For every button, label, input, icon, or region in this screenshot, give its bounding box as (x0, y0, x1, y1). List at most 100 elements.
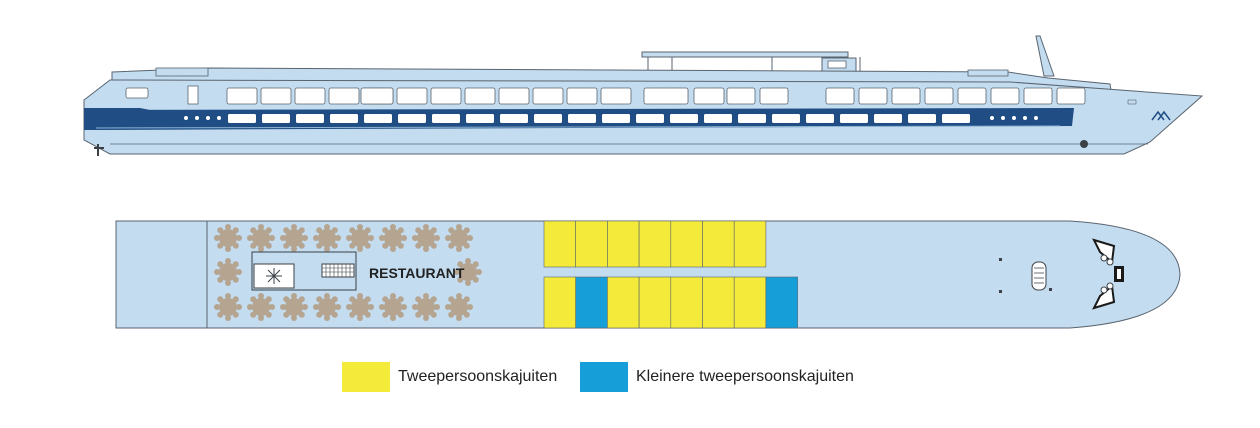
chair (236, 269, 242, 275)
table (214, 258, 242, 286)
chair (313, 304, 319, 310)
window (398, 114, 426, 123)
chair (390, 315, 396, 321)
window (262, 114, 290, 123)
table (445, 293, 473, 321)
chair (247, 235, 253, 241)
chair (269, 235, 275, 241)
chair (357, 315, 363, 321)
cabin-small (575, 276, 608, 329)
table (214, 224, 242, 252)
chair (302, 235, 308, 241)
table-top (417, 298, 435, 316)
chair (291, 315, 297, 321)
cabin-double (543, 276, 577, 329)
window (532, 87, 564, 105)
window (226, 87, 258, 105)
chair (269, 304, 275, 310)
window (891, 87, 921, 105)
chair (401, 235, 407, 241)
bow-logo-icon (1151, 110, 1171, 121)
window (534, 114, 562, 123)
cabin-double (670, 220, 703, 268)
table-top (219, 229, 237, 247)
window (330, 114, 358, 123)
window (260, 87, 292, 105)
propeller-icon (94, 144, 104, 156)
table-top (252, 229, 270, 247)
chair (456, 224, 462, 230)
chair (434, 235, 440, 241)
chair (225, 293, 231, 299)
table (412, 293, 440, 321)
chair (291, 224, 297, 230)
window (643, 87, 689, 105)
table (280, 293, 308, 321)
legend-swatch-double (342, 362, 390, 392)
grill-icon (322, 264, 354, 277)
window (858, 87, 888, 105)
legend-swatch-small (580, 362, 628, 392)
cabin-small (765, 276, 798, 329)
chair (324, 224, 330, 230)
table (379, 224, 407, 252)
restaurant-label: RESTAURANT (369, 265, 465, 281)
chair (423, 224, 429, 230)
thruster-icon (1080, 140, 1088, 148)
window (466, 114, 494, 123)
chair (467, 235, 473, 241)
table-top (318, 229, 336, 247)
chair (214, 235, 220, 241)
window (840, 114, 868, 123)
chair (346, 304, 352, 310)
window (396, 87, 428, 105)
chair (390, 246, 396, 252)
sun-deck-canopy (641, 51, 849, 58)
table-top (285, 229, 303, 247)
aft-portholes (184, 116, 221, 120)
chair (454, 269, 460, 275)
table (346, 224, 374, 252)
chair (456, 293, 462, 299)
window (430, 87, 462, 105)
snowflake-icon (266, 268, 282, 284)
table-top (351, 229, 369, 247)
chair (280, 304, 286, 310)
table-top (318, 298, 336, 316)
table (313, 224, 341, 252)
window (990, 87, 1020, 105)
chair (291, 293, 297, 299)
legend-label-double: Tweepersoonskajuiten (398, 368, 558, 385)
table-top (450, 298, 468, 316)
chair (280, 235, 286, 241)
table-top (459, 263, 477, 281)
galley (251, 251, 357, 291)
table-top (219, 263, 237, 281)
legend-label-small: Kleinere tweepersoonskajuiten (636, 368, 854, 385)
chair (445, 235, 451, 241)
chair (465, 280, 471, 286)
chair (357, 224, 363, 230)
chair (335, 304, 341, 310)
chair (476, 269, 482, 275)
upper-windows (226, 87, 1086, 105)
chair (456, 315, 462, 321)
window (759, 87, 789, 105)
chair (258, 246, 264, 252)
window (364, 114, 392, 123)
window (772, 114, 800, 123)
cabin-double (575, 220, 608, 268)
chair (390, 293, 396, 299)
chair (456, 246, 462, 252)
table-top (351, 298, 369, 316)
lower-windows (228, 114, 970, 123)
chair (357, 293, 363, 299)
window (566, 87, 598, 105)
chair (346, 235, 352, 241)
table (313, 293, 341, 321)
chair (214, 304, 220, 310)
window (874, 114, 902, 123)
window (602, 114, 630, 123)
window (825, 87, 855, 105)
